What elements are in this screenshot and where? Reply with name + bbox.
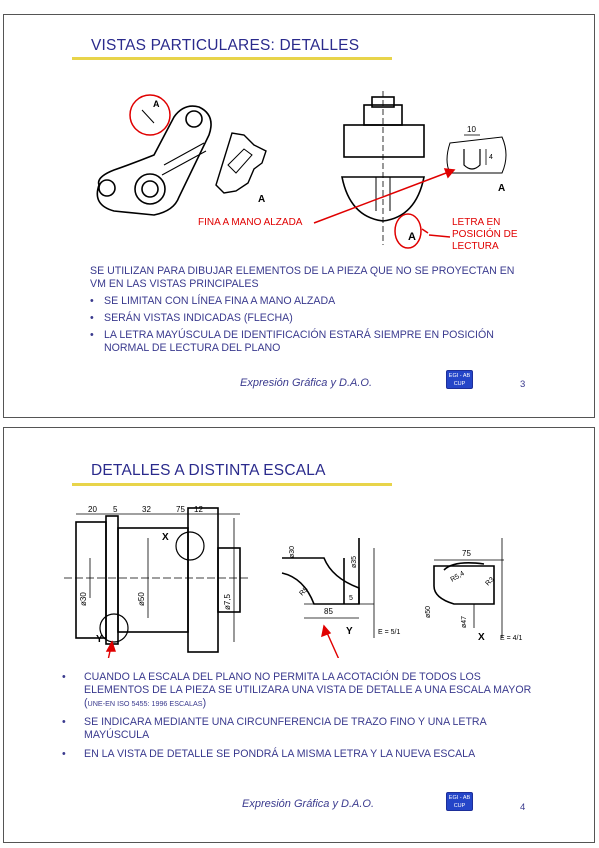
- bullet-list: SE UTILIZAN PARA DIBUJAR ELEMENTOS DE LA…: [90, 265, 530, 359]
- title-underline: [72, 483, 392, 486]
- slide-3: VISTAS PARTICULARES: DETALLES: [3, 14, 595, 418]
- letter-a-right: A: [498, 183, 505, 194]
- list-item: • EN LA VISTA DE DETALLE SE PONDRÁ LA MI…: [62, 748, 476, 760]
- arrow-y: [107, 641, 113, 658]
- svg-text:20: 20: [88, 505, 97, 514]
- scale-x: E = 4/1: [500, 635, 522, 642]
- letter-x-detail: X: [478, 632, 485, 643]
- svg-text:ø7,5: ø7,5: [223, 593, 232, 610]
- slide-title: VISTAS PARTICULARES: DETALLES: [91, 37, 360, 54]
- svg-text:ø50: ø50: [425, 606, 432, 618]
- list-item: •SE LIMITAN CON LÍNEA FINA A MANO ALZADA: [90, 295, 336, 307]
- svg-text:ø30: ø30: [79, 592, 88, 606]
- list-item: • CUANDO LA ESCALA DEL PLANO NO PERMITA …: [62, 671, 532, 709]
- letter-x: X: [162, 532, 169, 543]
- scale-y: E = 5/1: [378, 629, 400, 636]
- slide-title: DETALLES A DISTINTA ESCALA: [91, 462, 326, 479]
- lever-hole-left: [98, 179, 116, 197]
- letter-y: Y: [96, 634, 103, 645]
- svg-text:ø47: ø47: [461, 616, 468, 628]
- footer-text: Expresión Gráfica y D.A.O.: [240, 377, 373, 389]
- list-item: •LA LETRA MAYÚSCULA DE IDENTIFICACIÓN ES…: [90, 329, 494, 354]
- arrow-fina: [313, 169, 455, 224]
- detail-circle-a: [129, 94, 171, 136]
- bullet-list: • CUANDO LA ESCALA DEL PLANO NO PERMITA …: [62, 671, 540, 765]
- svg-text:R3: R3: [484, 576, 495, 587]
- letter-a-piece: A: [258, 194, 265, 205]
- letter-circle: [394, 213, 422, 249]
- technical-drawing: 20 5 32 75 12 X Y ø30 ø50 ø7,5 ø30 ø35 R…: [64, 505, 522, 658]
- lever-outline: [96, 105, 212, 216]
- svg-text:R5: R5: [298, 586, 309, 597]
- detail-circle-x: [175, 531, 205, 561]
- list-item: •SERÁN VISTAS INDICADAS (FLECHA): [90, 312, 293, 324]
- svg-text:85: 85: [324, 607, 333, 616]
- svg-text:ø50: ø50: [137, 592, 146, 606]
- label-fina-mano-alzada: FINA A MANO ALZADA: [198, 217, 303, 228]
- svg-text:5: 5: [349, 595, 353, 602]
- slide-4: DETALLES A DISTINTA ESCALA: [3, 427, 595, 843]
- title-underline: [72, 57, 392, 60]
- svg-text:32: 32: [142, 505, 151, 514]
- svg-text:75: 75: [176, 505, 185, 514]
- letter-a-circled: A: [408, 231, 416, 243]
- technical-drawing: A A A A 10 4: [96, 91, 507, 249]
- page-number: 4: [520, 802, 526, 813]
- letter-a-top: A: [153, 99, 160, 109]
- list-item: • SE INDICARA MEDIANTE UNA CIRCUNFERENCI…: [62, 716, 487, 741]
- arrow-x: [323, 625, 340, 658]
- dim-4: 4: [489, 154, 493, 161]
- dim-10: 10: [467, 125, 476, 134]
- svg-text:ø35: ø35: [351, 556, 358, 568]
- intro-text: SE UTILIZAN PARA DIBUJAR ELEMENTOS DE LA…: [90, 265, 515, 290]
- letter-y-detail: Y: [346, 626, 353, 637]
- page-number: 3: [520, 379, 526, 390]
- svg-text:ø30: ø30: [289, 546, 296, 558]
- svg-text:12: 12: [194, 505, 203, 514]
- detail-circle-y: [99, 613, 129, 643]
- label-letra-posicion: LETRA EN POSICIÓN DE LECTURA: [452, 217, 518, 252]
- svg-text:75: 75: [462, 549, 471, 558]
- svg-text:5: 5: [113, 505, 118, 514]
- svg-text:R5,4: R5,4: [450, 570, 466, 584]
- footer-text: Expresión Gráfica y D.A.O.: [242, 798, 375, 810]
